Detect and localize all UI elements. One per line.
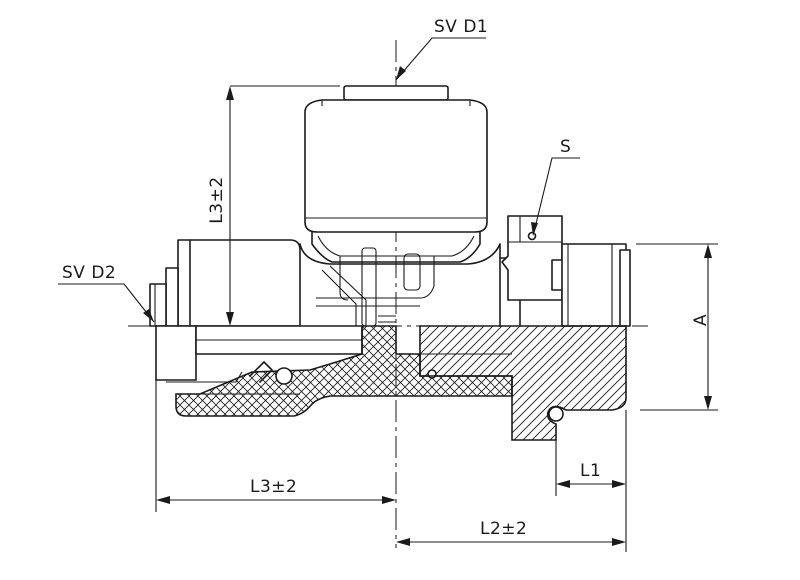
label-l1: L1 xyxy=(580,461,601,481)
right-body xyxy=(561,243,627,327)
tee-body xyxy=(149,239,521,327)
top-neck xyxy=(311,231,481,263)
o-ring-right xyxy=(548,406,564,422)
o-ring-left xyxy=(275,367,293,385)
tee-outer-right xyxy=(299,243,501,327)
label-sv-d2: SV D2 xyxy=(62,263,116,283)
top-port-body xyxy=(304,85,488,263)
right-collar xyxy=(619,249,631,327)
label-l3-vertical: L3±2 xyxy=(207,176,227,223)
label-sv-d1: SV D1 xyxy=(434,17,488,37)
label-l3-horizontal: L3±2 xyxy=(250,477,297,497)
right-port xyxy=(501,215,631,327)
internal-ribs xyxy=(316,247,435,327)
nut-mark xyxy=(527,231,537,241)
labels: SV D1 SV D2 S A L1 L2±2 L3±2 L3±2 xyxy=(62,17,711,539)
section-view xyxy=(155,325,627,441)
left-branch xyxy=(177,239,301,327)
leader-s xyxy=(533,157,580,233)
leader-sv-d1 xyxy=(395,37,486,81)
label-l2: L2±2 xyxy=(480,519,527,539)
dimensions xyxy=(58,37,718,552)
top-cap xyxy=(343,85,449,101)
top-cylinder xyxy=(304,99,488,233)
label-a: A xyxy=(691,314,711,326)
label-s: S xyxy=(560,137,571,157)
left-collet xyxy=(165,267,179,327)
leader-sv-d2 xyxy=(58,283,155,323)
